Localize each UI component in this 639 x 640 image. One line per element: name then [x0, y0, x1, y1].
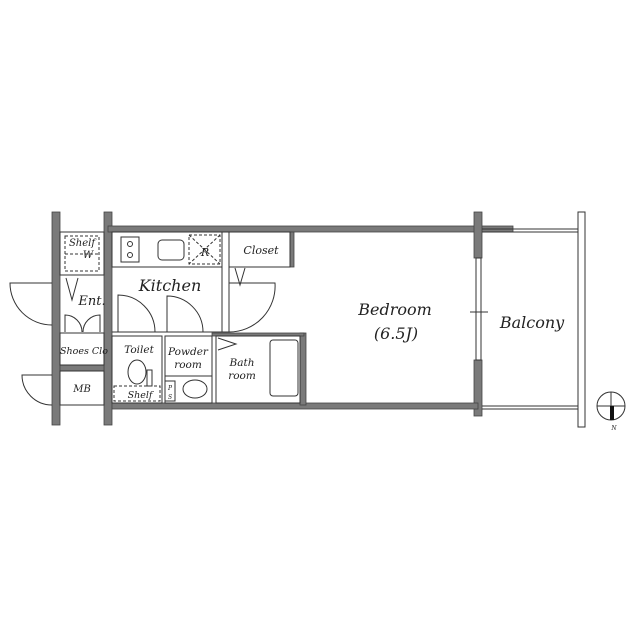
powder-room-label: Powder: [167, 346, 209, 358]
compass-icon: N: [596, 391, 626, 432]
refrigerator-label: R: [200, 246, 209, 259]
kitchen-stove-icon: [120, 236, 140, 263]
shelf-label: Shelf: [69, 238, 97, 249]
compass-north-label: N: [610, 425, 617, 432]
kitchen-label: Kitchen: [138, 276, 202, 295]
balcony-outline: [482, 211, 586, 428]
shoes-closet-label: Shoes Clo: [60, 346, 108, 357]
powder-room-label-2: room: [174, 359, 202, 371]
ps-label: P: [167, 385, 173, 392]
washbasin-icon: [182, 379, 208, 399]
mb-label: MB: [72, 384, 91, 395]
pipe-shaft: [164, 380, 176, 402]
toilet-icon: [113, 359, 161, 402]
ps-label-2: S: [168, 394, 172, 401]
refrigerator-icon: [188, 234, 221, 265]
kitchen-sink-icon: [157, 239, 185, 261]
walls: [51, 211, 514, 426]
toilet-label: Toilet: [124, 344, 154, 356]
balcony-label: Balcony: [499, 313, 565, 332]
bedroom-window: [470, 257, 488, 361]
doors[interactable]: [9, 267, 276, 406]
entrance-label: Ent.: [77, 294, 105, 309]
bath-room-label-2: room: [228, 370, 256, 382]
closet-label: Closet: [243, 244, 279, 257]
bedroom-size-label: (6.5J): [374, 324, 418, 343]
washer-label: W: [83, 250, 94, 261]
interior-partitions: [59, 231, 301, 406]
bedroom-label: Bedroom: [357, 300, 432, 319]
toilet-shelf-label: Shelf: [128, 390, 154, 401]
bath-room-label: Bath: [229, 357, 255, 369]
